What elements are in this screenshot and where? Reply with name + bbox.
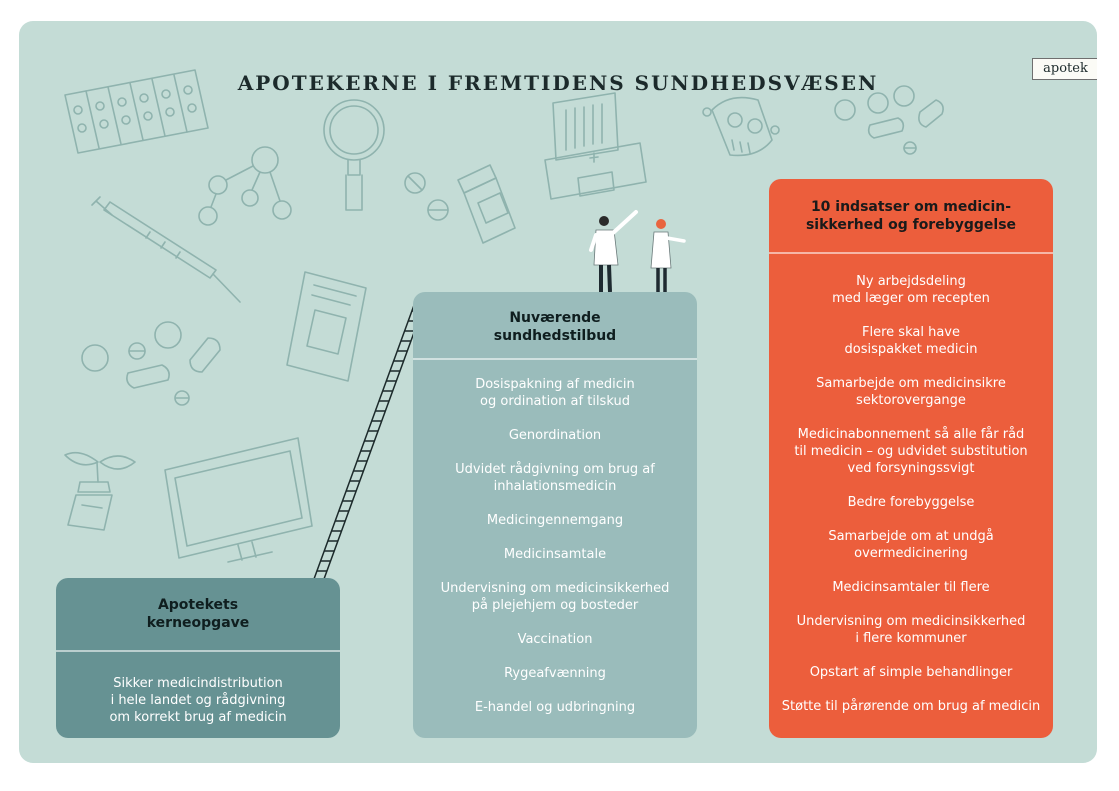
card-divider bbox=[413, 358, 697, 360]
syringe-icon bbox=[91, 196, 241, 303]
robot-icon bbox=[702, 96, 780, 157]
list-item: E-handel og udbringning bbox=[474, 700, 636, 715]
background-illustrations bbox=[64, 69, 944, 563]
pills-icon-right bbox=[834, 85, 944, 155]
list-item: Støtte til pårørende om brug af medicin bbox=[781, 699, 1041, 714]
pills-icon-left bbox=[81, 321, 221, 406]
drone-icon bbox=[64, 451, 136, 531]
list-item: Bedre forebyggelse bbox=[847, 495, 975, 510]
list-item: Medicinsamtaler til flere bbox=[832, 580, 990, 595]
prescription-icon bbox=[286, 271, 367, 382]
card-divider bbox=[56, 650, 340, 652]
medicine-jar-icon bbox=[457, 164, 516, 244]
ladder-icon bbox=[313, 296, 428, 580]
card-future-heading-text: 10 indsatser om medicin-sikkerhed og for… bbox=[805, 198, 1017, 233]
list-item: Medicingennemgang bbox=[486, 513, 624, 528]
list-item: Opstart af simple behandlinger bbox=[809, 665, 1013, 680]
magnifier-icon bbox=[323, 99, 385, 211]
card-future-heading: 10 indsatser om medicin-sikkerhed og for… bbox=[769, 179, 1053, 252]
infographic-panel: APOTEKERNE I FREMTIDENS SUNDHEDSVÆSEN ap… bbox=[19, 21, 1097, 763]
apotek-logo: apotek bbox=[1032, 58, 1097, 80]
list-item: Medicinsamtale bbox=[503, 547, 607, 562]
molecule-icon bbox=[198, 146, 292, 226]
monitor-icon bbox=[164, 437, 313, 563]
hospital-icon bbox=[544, 92, 647, 200]
list-item: Rygeafvænning bbox=[504, 666, 606, 681]
card-divider bbox=[769, 252, 1053, 254]
pill-blister-icon bbox=[64, 69, 209, 154]
list-item: Genordination bbox=[508, 428, 602, 443]
list-item: Vaccination bbox=[517, 632, 593, 647]
page-title: APOTEKERNE I FREMTIDENS SUNDHEDSVÆSEN bbox=[237, 71, 879, 95]
pills-icon bbox=[404, 172, 449, 221]
card-future-initiatives: 10 indsatser om medicin-sikkerhed og for… bbox=[769, 179, 1053, 738]
pharmacists-icon bbox=[589, 210, 686, 293]
